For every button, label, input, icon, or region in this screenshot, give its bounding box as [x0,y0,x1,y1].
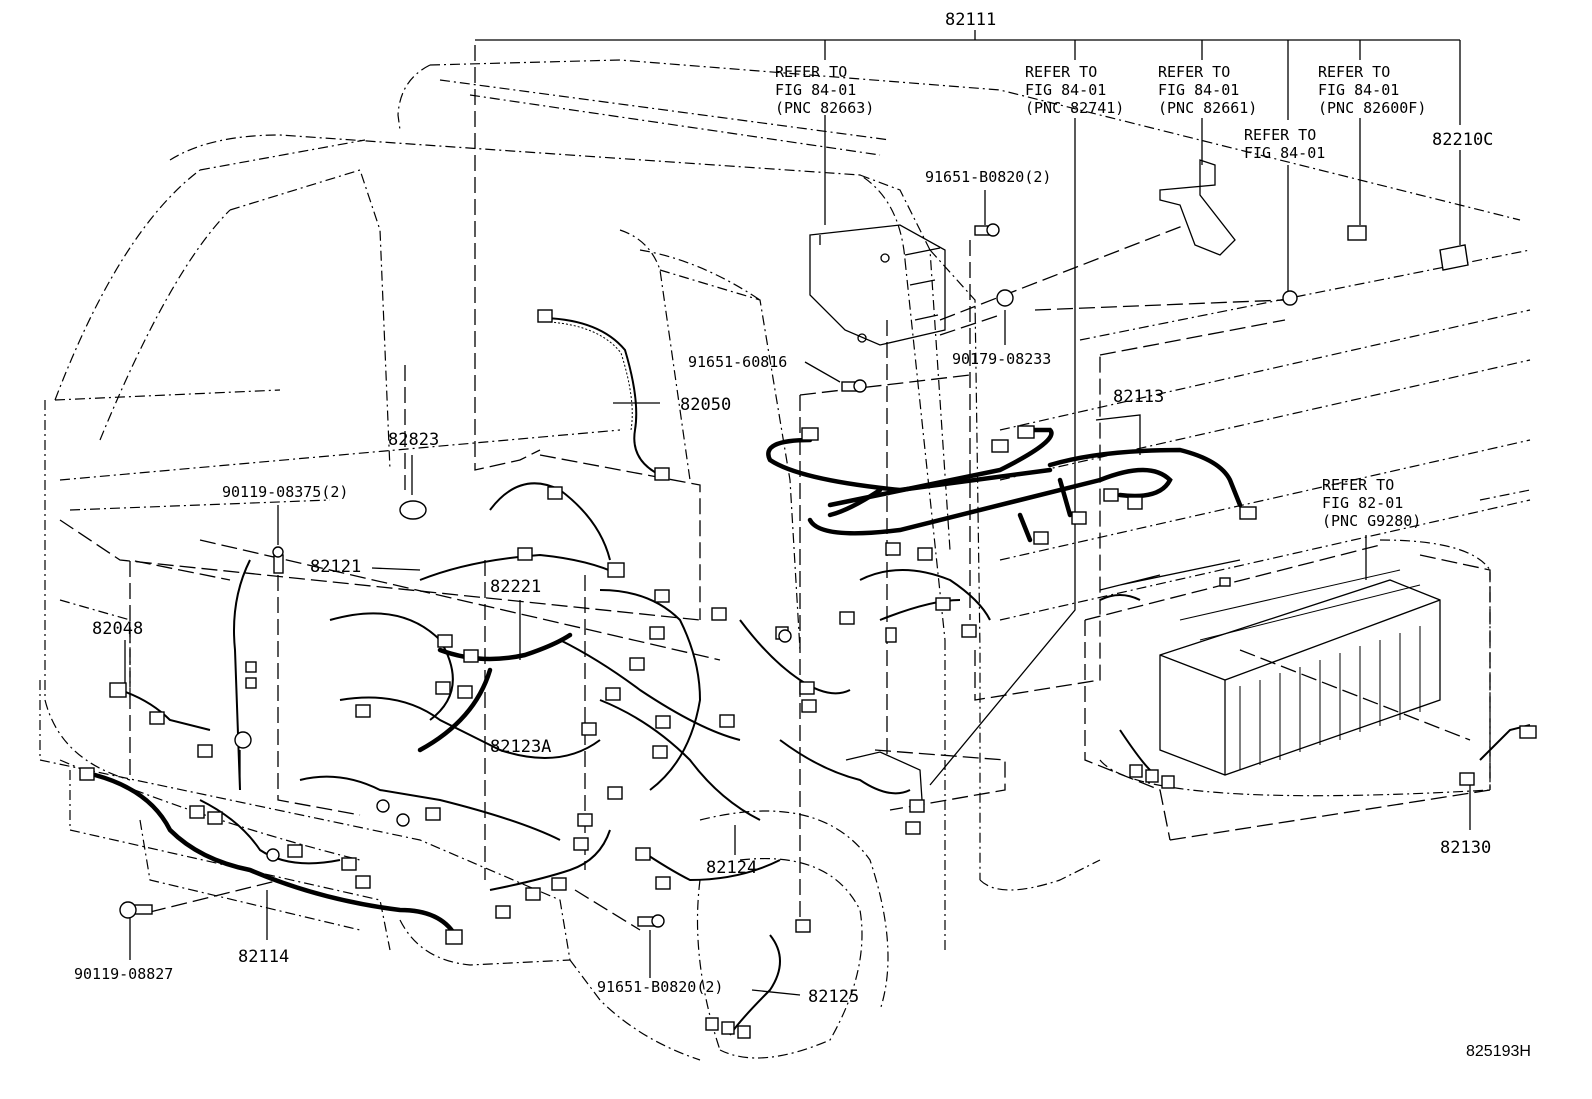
connectors [79,309,1537,1039]
label-ref-82600f-b: FIG 84-01 [1318,81,1399,99]
battery-g9280 [1159,569,1441,776]
label-90179-08233: 90179-08233 [952,350,1051,368]
bolt-91651-60816 [841,379,867,393]
bolt-91651-b0820-bot [637,914,665,928]
label-90119-08375: 90119-08375(2) [222,483,348,501]
connector-82210c [1439,244,1469,271]
label-ref-82741-b: FIG 84-01 [1025,81,1106,99]
label-ref-82663-a: REFER TO [775,63,847,81]
label-82221: 82221 [490,577,541,597]
label-ref-82741-a: REFER TO [1025,63,1097,81]
label-ref-82600f-c: (PNC 82600F) [1318,99,1426,117]
group-boxes [59,45,1491,931]
nut-90179-08233 [996,289,1014,307]
engine-harness-82121 [119,482,1531,1036]
label-ref-82741-c: (PNC 82741) [1025,99,1124,117]
label-ref-g9280-c: (PNC G9280) [1322,512,1421,530]
label-ref-g9280-a: REFER TO [1322,476,1394,494]
grommet-82823 [399,500,427,520]
label-ref-82663-b: FIG 84-01 [775,81,856,99]
label-82050: 82050 [680,395,731,415]
label-90119-08827: 90119-08827 [74,965,173,983]
bolt-90119-08827 [119,901,153,919]
label-82114: 82114 [238,947,289,967]
label-82823: 82823 [388,430,439,450]
label-82130: 82130 [1440,838,1491,858]
label-91651-60816: 91651-60816 [688,353,787,371]
harness-82114 [92,772,458,938]
label-ref-fig84-b: FIG 84-01 [1244,144,1325,162]
label-82125: 82125 [808,987,859,1007]
label-82048: 82048 [92,619,143,639]
label-91651-b0820-top: 91651-B0820(2) [925,168,1051,186]
bracket-82661 [1159,159,1236,256]
bolt-91651-b0820-top [974,223,1000,237]
diagram-id: 825193H [1466,1043,1531,1060]
harness-82113 [766,427,1243,543]
label-91651-b0820-bot: 91651-B0820(2) [597,978,723,996]
top-leader-bracket [124,30,1471,996]
label-82210c: 82210C [1432,130,1493,150]
ecu-bracket-82663 [809,224,946,346]
label-ref-82661-b: FIG 84-01 [1158,81,1239,99]
label-ref-82661-c: (PNC 82661) [1158,99,1257,117]
label-82111: 82111 [945,10,996,30]
label-82113: 82113 [1113,387,1164,407]
label-82123a: 82123A [490,737,551,757]
part-labels: 82111 REFER TO FIG 84-01 (PNC 82663) REF… [74,10,1531,1060]
label-82121: 82121 [310,557,361,577]
label-ref-82663-c: (PNC 82663) [775,99,874,117]
bolt-90119-08375 [272,546,284,574]
clip-82600f [1347,225,1367,241]
label-ref-82600f-a: REFER TO [1318,63,1390,81]
label-ref-82661-a: REFER TO [1158,63,1230,81]
truck-cab-outline [39,59,1531,1061]
label-82124: 82124 [706,858,757,878]
harness-82221 [417,632,573,753]
clip-82741 [1282,290,1298,306]
harness-82050 [544,317,661,476]
label-ref-fig84-a: REFER TO [1244,126,1316,144]
label-ref-g9280-b: FIG 82-01 [1322,494,1403,512]
